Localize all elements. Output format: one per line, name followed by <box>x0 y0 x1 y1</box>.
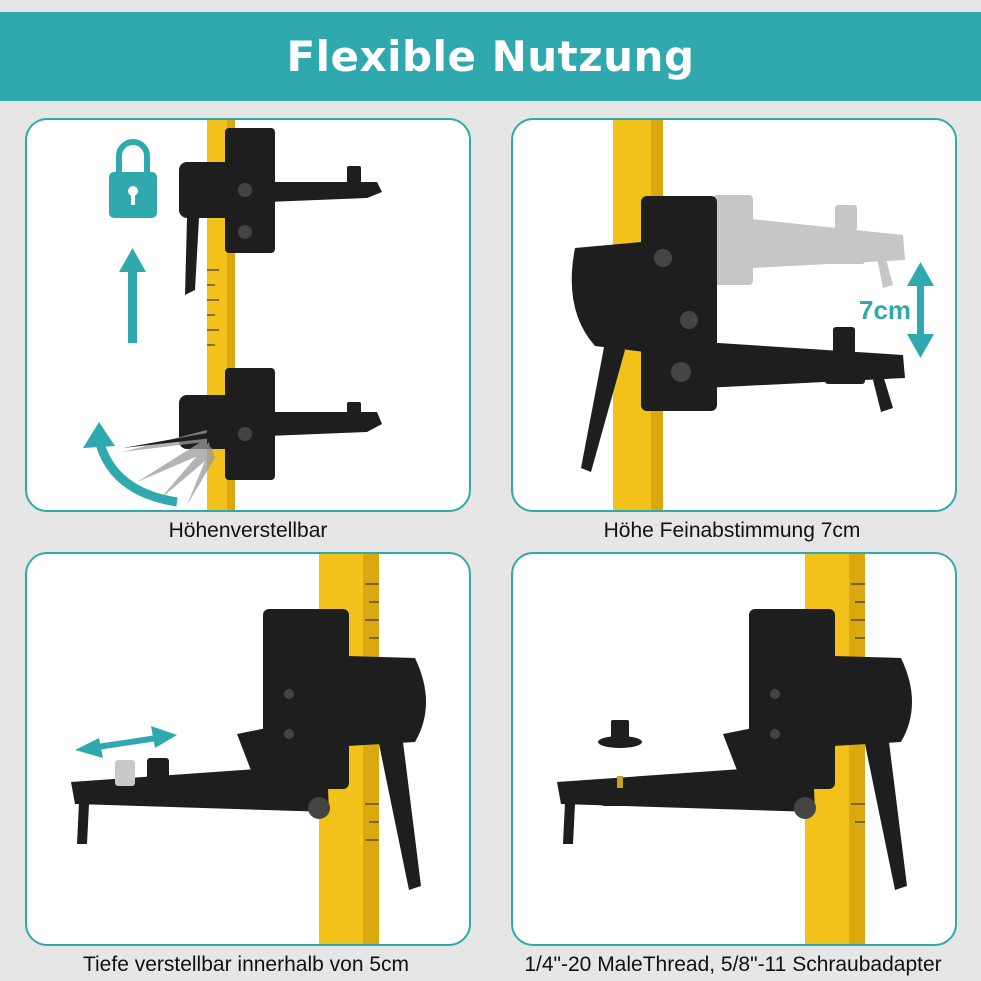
panel-height-adjustable <box>25 118 471 512</box>
header-banner: Flexible Nutzung <box>0 12 981 101</box>
caption-3: Tiefe verstellbar innerhalb von 5cm <box>82 953 410 976</box>
arrow-up-icon <box>119 248 146 343</box>
caption-1: Höhenverstellbar <box>168 519 328 542</box>
caption-2: Höhe Feinabstimmung 7cm <box>603 519 861 542</box>
panel-thread-adapter <box>511 552 957 946</box>
double-arrow-vertical-icon <box>907 262 934 358</box>
measure-label: 7cm <box>859 295 912 325</box>
page-title: Flexible Nutzung <box>286 32 695 81</box>
bracket-bottom <box>179 368 382 480</box>
screw-adapter <box>598 720 642 748</box>
lock-icon <box>109 139 157 218</box>
bracket-main <box>557 609 912 890</box>
panel-fine-tuning: 7cm <box>511 118 957 512</box>
bracket-top <box>179 128 382 295</box>
double-arrow-horizontal-icon <box>75 726 177 758</box>
panel-depth-adjustable <box>25 552 471 946</box>
bracket-main <box>571 196 905 472</box>
curved-arrow-icon <box>83 422 178 507</box>
caption-4: 1/4"-20 MaleThread, 5/8"-11 Schraubadapt… <box>524 953 942 976</box>
bracket-main <box>71 609 426 890</box>
